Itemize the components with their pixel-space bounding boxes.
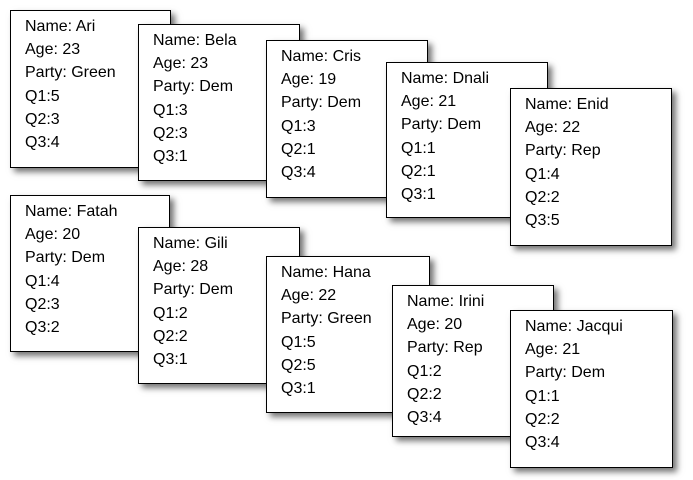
card-q3: Q3:4 xyxy=(407,409,442,427)
card-q2: Q2:3 xyxy=(25,295,60,313)
card-q2: Q2:3 xyxy=(153,124,188,142)
card-age: Age: 20 xyxy=(407,316,463,334)
card-q1: Q1:3 xyxy=(281,117,316,135)
card-party: Party: Rep xyxy=(525,142,601,160)
card-q1: Q1:4 xyxy=(25,272,60,290)
card-name: Name: Jacqui xyxy=(525,318,623,335)
card-q2: Q2:1 xyxy=(401,162,436,180)
card-party: Party: Dem xyxy=(525,364,606,382)
card-party: Party: Dem xyxy=(25,249,106,267)
card-q3: Q3:5 xyxy=(525,212,560,230)
card-q1: Q1:1 xyxy=(525,387,560,405)
card-age: Age: 21 xyxy=(401,93,457,111)
card-party: Party: Rep xyxy=(407,339,483,357)
card-q2: Q2:2 xyxy=(525,188,560,206)
card-name: Name: Irini xyxy=(407,293,485,310)
card-name: Name: Fatah xyxy=(25,203,118,220)
card-age: Age: 19 xyxy=(281,71,337,89)
card-q2: Q2:1 xyxy=(281,140,316,158)
card-q1: Q1:1 xyxy=(401,139,436,157)
card-party: Party: Green xyxy=(25,64,116,82)
card-age: Age: 21 xyxy=(525,341,581,359)
card-name: Name: Hana xyxy=(281,264,371,281)
card-q2: Q2:3 xyxy=(25,110,60,128)
card-age: Age: 22 xyxy=(525,119,581,137)
card-q3: Q3:4 xyxy=(525,434,560,452)
card-q3: Q3:1 xyxy=(281,380,316,398)
card-q3: Q3:4 xyxy=(25,134,60,152)
card-q1: Q1:5 xyxy=(281,333,316,351)
card-q3: Q3:2 xyxy=(25,319,60,337)
card-q1: Q1:3 xyxy=(153,101,188,119)
card-name: Name: Dnali xyxy=(401,70,490,87)
card-age: Age: 22 xyxy=(281,287,337,305)
card-q3: Q3:1 xyxy=(153,148,188,166)
card-q2: Q2:2 xyxy=(153,327,188,345)
card-party: Party: Dem xyxy=(153,281,234,299)
card-q1: Q1:5 xyxy=(25,87,60,105)
card-age: Age: 23 xyxy=(25,41,81,59)
card-party: Party: Green xyxy=(281,310,372,328)
card-age: Age: 28 xyxy=(153,258,209,276)
card-name: Name: Gili xyxy=(153,235,228,252)
card-party: Party: Dem xyxy=(401,116,482,134)
card-age: Age: 23 xyxy=(153,55,209,73)
card-jacqui: Name: Jacqui Age: 21 Party: Dem Q1:1 Q2:… xyxy=(510,310,673,468)
card-q2: Q2:2 xyxy=(525,410,560,428)
card-q2: Q2:5 xyxy=(281,356,316,374)
card-name: Name: Bela xyxy=(153,32,237,49)
card-party: Party: Dem xyxy=(153,78,234,96)
card-party: Party: Dem xyxy=(281,94,362,112)
card-q1: Q1:4 xyxy=(525,165,560,183)
card-q3: Q3:4 xyxy=(281,164,316,182)
card-q3: Q3:1 xyxy=(401,186,436,204)
card-name: Name: Ari xyxy=(25,18,96,35)
card-q3: Q3:1 xyxy=(153,351,188,369)
card-enid: Name: Enid Age: 22 Party: Rep Q1:4 Q2:2 … xyxy=(510,88,672,246)
card-name: Name: Cris xyxy=(281,48,362,65)
card-q2: Q2:2 xyxy=(407,385,442,403)
card-q1: Q1:2 xyxy=(407,362,442,380)
card-name: Name: Enid xyxy=(525,96,609,113)
card-q1: Q1:2 xyxy=(153,304,188,322)
card-age: Age: 20 xyxy=(25,226,81,244)
